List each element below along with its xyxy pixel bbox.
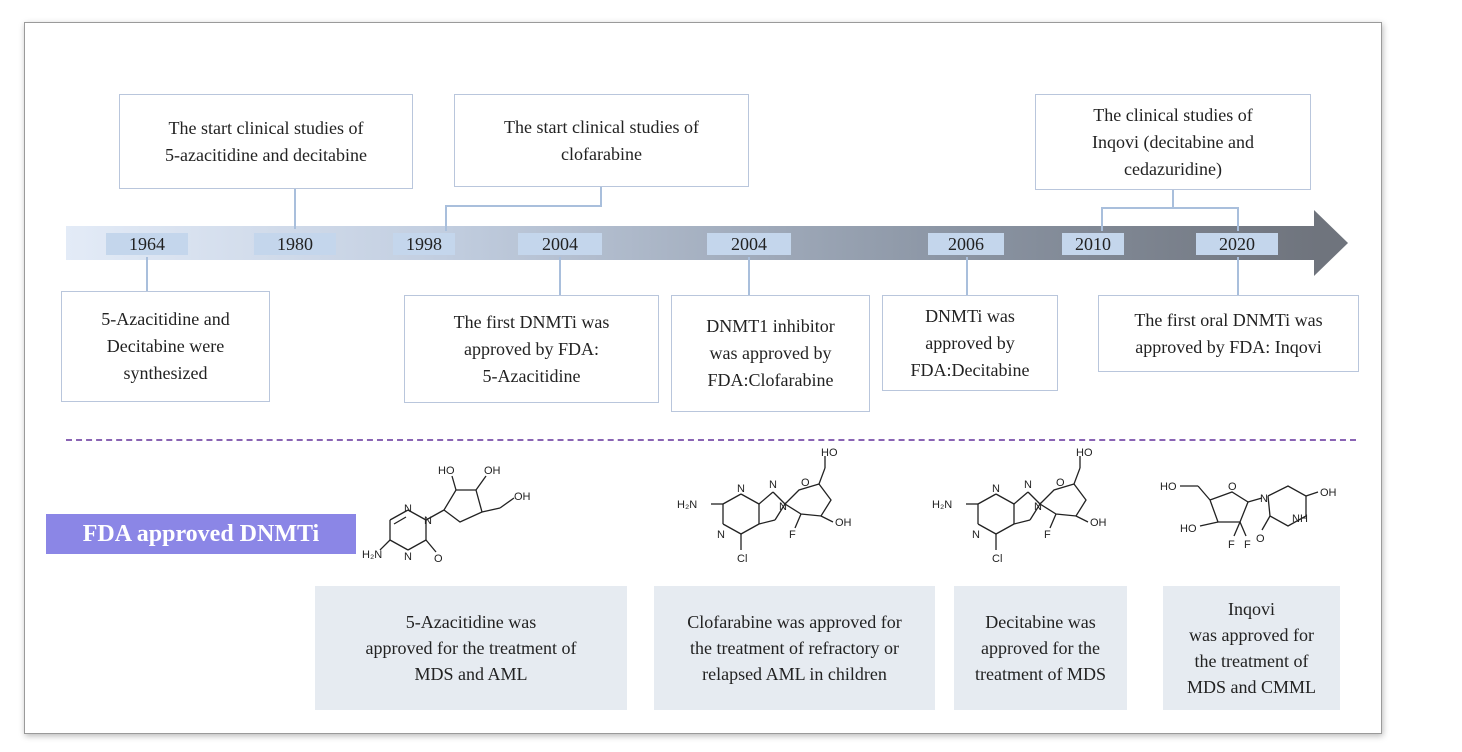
azacitidine-structure: N N N H₂N O HO OH OH bbox=[362, 465, 531, 565]
clo-f: F bbox=[789, 529, 796, 541]
year-2010: 2010 bbox=[1062, 233, 1124, 255]
event-box-1998: The start clinical studies of clofarabin… bbox=[454, 94, 749, 187]
event-box-1964: 5-Azacitidine and Decitabine were synthe… bbox=[61, 291, 270, 402]
dec-o: O bbox=[1056, 477, 1065, 489]
dec-f: F bbox=[1044, 529, 1051, 541]
clo-oh: OH bbox=[835, 517, 852, 529]
dec-n-4: N bbox=[1034, 501, 1042, 513]
clo-n-4: N bbox=[779, 501, 787, 513]
aza-n-3: N bbox=[404, 551, 412, 563]
approval-box-azacitidine: 5-Azacitidine was approved for the treat… bbox=[315, 586, 627, 710]
clo-cl: Cl bbox=[737, 553, 747, 565]
connector-1998 bbox=[445, 205, 447, 231]
ced-ho-1: HO bbox=[1160, 481, 1177, 493]
event-box-2010: The clinical studies of Inqovi (decitabi… bbox=[1035, 94, 1311, 190]
year-2004-a: 2004 bbox=[518, 233, 602, 255]
decitabine-structure: H₂N N N N N Cl HO O OH F bbox=[932, 448, 1107, 565]
timeline-arrow-head bbox=[1314, 210, 1348, 276]
aza-ho: HO bbox=[438, 465, 455, 477]
aza-o: O bbox=[434, 553, 443, 565]
clofarabine-structure: H₂N N N N N Cl HO O OH F bbox=[677, 448, 852, 565]
approval-box-decitabine: Decitabine was approved for the treatmen… bbox=[954, 586, 1127, 710]
clo-nh2: H₂N bbox=[677, 499, 697, 511]
clo-ho: HO bbox=[821, 448, 838, 459]
dec-n-2: N bbox=[972, 529, 980, 541]
event-box-2006: DNMTi was approved by FDA:Decitabine bbox=[882, 295, 1058, 391]
dec-nh2: H₂N bbox=[932, 499, 952, 511]
clo-n-1: N bbox=[737, 483, 745, 495]
fda-approved-label: FDA approved DNMTi bbox=[46, 514, 356, 554]
event-box-1980: The start clinical studies of 5-azacitid… bbox=[119, 94, 413, 189]
connector-2020-top bbox=[1237, 207, 1239, 231]
year-1980: 1980 bbox=[254, 233, 336, 255]
connector-2004-b bbox=[748, 257, 750, 295]
ced-ho-2: HO bbox=[1180, 523, 1197, 535]
approval-box-inqovi: Inqovi was approved for the treatment of… bbox=[1163, 586, 1340, 710]
dec-cl: Cl bbox=[992, 553, 1002, 565]
section-divider bbox=[66, 439, 1356, 441]
connector-clofarabine-a bbox=[600, 187, 602, 206]
year-2020: 2020 bbox=[1196, 233, 1278, 255]
connector-inqovi-a bbox=[1172, 190, 1174, 208]
connector-2006 bbox=[966, 257, 968, 295]
cedazuridine-structure: HO O N OH HO F F O NH bbox=[1160, 481, 1337, 551]
year-1998: 1998 bbox=[393, 233, 455, 255]
aza-oh-1: OH bbox=[484, 465, 501, 477]
connector-1980 bbox=[294, 189, 296, 229]
aza-oh-2: OH bbox=[514, 491, 531, 503]
ced-nh: NH bbox=[1292, 513, 1308, 525]
connector-1964 bbox=[146, 257, 148, 291]
dec-n-3: N bbox=[1024, 479, 1032, 491]
approval-box-clofarabine: Clofarabine was approved for the treatme… bbox=[654, 586, 935, 710]
ced-o-carbonyl: O bbox=[1256, 533, 1265, 545]
year-2006: 2006 bbox=[928, 233, 1004, 255]
event-box-2020: The first oral DNMTi was approved by FDA… bbox=[1098, 295, 1359, 372]
dec-ho: HO bbox=[1076, 448, 1093, 459]
clo-o: O bbox=[801, 477, 810, 489]
aza-n-1: N bbox=[404, 503, 412, 515]
ced-f-2: F bbox=[1244, 539, 1251, 551]
dec-n-1: N bbox=[992, 483, 1000, 495]
clo-n-2: N bbox=[717, 529, 725, 541]
connector-2004-a bbox=[559, 257, 561, 295]
clo-n-3: N bbox=[769, 479, 777, 491]
event-box-2004-azacitidine: The first DNMTi was approved by FDA: 5-A… bbox=[404, 295, 659, 403]
ced-n: N bbox=[1260, 493, 1268, 505]
ced-o-ring: O bbox=[1228, 481, 1237, 493]
year-2004-b: 2004 bbox=[707, 233, 791, 255]
connector-2010 bbox=[1101, 207, 1103, 231]
connector-2020-bottom bbox=[1237, 257, 1239, 295]
aza-n-2: N bbox=[424, 515, 432, 527]
year-1964: 1964 bbox=[106, 233, 188, 255]
ced-f-1: F bbox=[1228, 539, 1235, 551]
connector-inqovi-b bbox=[1101, 207, 1239, 209]
ced-oh: OH bbox=[1320, 487, 1337, 499]
aza-nh2: H₂N bbox=[362, 549, 382, 561]
dec-oh: OH bbox=[1090, 517, 1107, 529]
connector-clofarabine-b bbox=[445, 205, 602, 207]
event-box-2004-clofarabine: DNMT1 inhibitor was approved by FDA:Clof… bbox=[671, 295, 870, 412]
